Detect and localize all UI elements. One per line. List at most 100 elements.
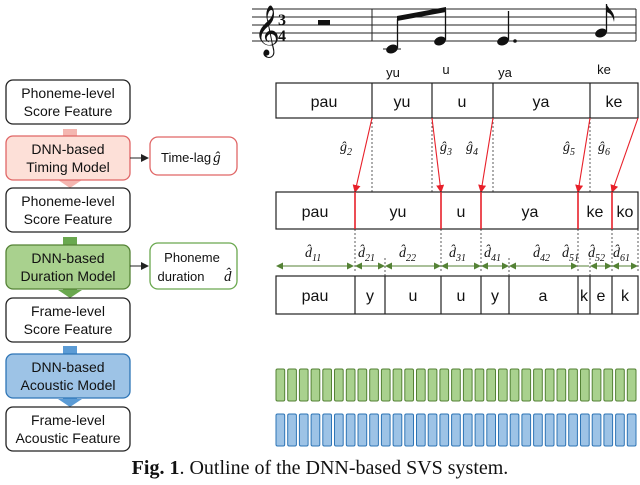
duration-mark: d̂52 (588, 244, 605, 264)
frame-bar (275, 368, 286, 402)
frame-bar (369, 413, 379, 447)
frame-bar (568, 368, 578, 402)
lyric: u (442, 62, 449, 77)
frame-bar (568, 413, 578, 447)
timelag-mark: ĝ4 (466, 140, 478, 158)
phoneme-score-2-box (5, 187, 131, 233)
timelag-mark: ĝ5 (563, 140, 575, 158)
duration-mark: d̂11 (305, 244, 321, 264)
flow-arrow (63, 346, 77, 354)
lyric: yu (386, 65, 400, 80)
phoneme-cell: yu (390, 204, 407, 221)
phoneme-cell: u (458, 94, 467, 111)
phoneme-cell: ke (587, 204, 604, 221)
frame-bar (345, 413, 356, 447)
note-head (386, 44, 398, 54)
musical-score: 𝄞 3 4 yu u ya ke (252, 4, 637, 80)
duration-output-box (149, 242, 238, 290)
timelag-arrow (575, 117, 591, 193)
duration-model-box (5, 244, 131, 290)
duration-mark: d̂22 (399, 244, 416, 264)
frame-bar (603, 368, 614, 402)
frame-bar (380, 368, 391, 402)
frame-bar (322, 368, 332, 402)
frame-bar (451, 368, 461, 402)
timelag-mark: ĝ6 (598, 140, 610, 158)
acoustic-model-label: DNN-based (31, 359, 104, 375)
frame-bar (615, 413, 625, 447)
frame-bar (486, 413, 496, 447)
frame-bar (591, 368, 602, 402)
phoneme-cell: ya (522, 204, 539, 221)
frame-score-label: Score Feature (24, 321, 113, 337)
frame-bar (416, 368, 426, 402)
treble-clef-icon: 𝄞 (254, 6, 280, 58)
timelag-arrow (610, 117, 639, 193)
frame-bar (369, 368, 379, 402)
frame-bar (298, 368, 309, 402)
timeline: pau yu u ya ke ĝ2 ĝ3 ĝ4 ĝ5 ĝ6 (275, 82, 639, 447)
duration-mark: d̂42 (533, 244, 550, 264)
caption-text: . Outline of the DNN-based SVS system. (179, 457, 508, 479)
frame-bar (498, 413, 508, 447)
duration-model-label: DNN-based (31, 250, 104, 266)
timelag-arrow (352, 117, 373, 193)
phoneme-cell: ya (533, 94, 550, 111)
flow-arrow (63, 237, 77, 245)
phoneme-score-2-label: Phoneme-level (21, 193, 114, 209)
acoustic-feature-label: Frame-level (31, 412, 105, 428)
frame-bar (439, 413, 450, 447)
phoneme-score-1-box (5, 79, 131, 125)
frame-bar (474, 413, 485, 447)
half-rest-icon (318, 20, 330, 25)
time-signature-top: 3 (278, 12, 286, 29)
frame-bar (626, 413, 637, 447)
frame-bar (556, 413, 567, 447)
note-head (595, 28, 607, 38)
frame-bar (404, 368, 414, 402)
frame-bar (626, 368, 637, 402)
flow-arrow (58, 290, 82, 298)
frame-bar (580, 413, 590, 447)
frame-bar (462, 413, 473, 447)
acoustic-model-label: Acoustic Model (21, 377, 116, 393)
phoneme-cell: y (491, 288, 499, 305)
frame-bar (533, 413, 543, 447)
phoneme-row-1: pau yu u ya ke (275, 82, 639, 119)
frame-bar (451, 413, 461, 447)
frame-bar (462, 368, 473, 402)
frame-bar (544, 368, 555, 402)
frame-bar (357, 413, 368, 447)
phoneme-cell: k (580, 288, 589, 305)
phoneme-score-2-label: Score Feature (24, 211, 113, 227)
phoneme-cell: u (457, 288, 466, 305)
timelag-label: Time-lag (161, 150, 211, 165)
duration-mark: d̂61 (613, 244, 630, 264)
timelag-mark: ĝ3 (440, 140, 452, 158)
frame-bar (345, 368, 356, 402)
frame-bar (287, 368, 297, 402)
frame-bar (439, 368, 450, 402)
duration-mark: d̂21 (358, 244, 375, 264)
duration-symbol: d̂ (224, 268, 232, 285)
frame-bar (392, 368, 403, 402)
frame-bar (310, 368, 321, 402)
timing-model-label: DNN-based (31, 141, 104, 157)
phoneme-cell: a (539, 288, 548, 305)
frame-bar (603, 413, 614, 447)
phoneme-cell: yu (394, 94, 411, 111)
phoneme-cell: u (457, 204, 466, 221)
frame-bar (334, 413, 344, 447)
frame-bar (544, 413, 555, 447)
phoneme-cell: y (366, 288, 374, 305)
lyric: ke (597, 62, 611, 77)
note-head (497, 36, 509, 46)
frame-bar (298, 413, 309, 447)
duration-mark: d̂51 (562, 244, 579, 264)
frame-bar (427, 413, 438, 447)
phoneme-cell: u (409, 288, 418, 305)
frame-bar (509, 368, 520, 402)
frame-bar (521, 368, 532, 402)
timelag-arrow (478, 117, 494, 193)
